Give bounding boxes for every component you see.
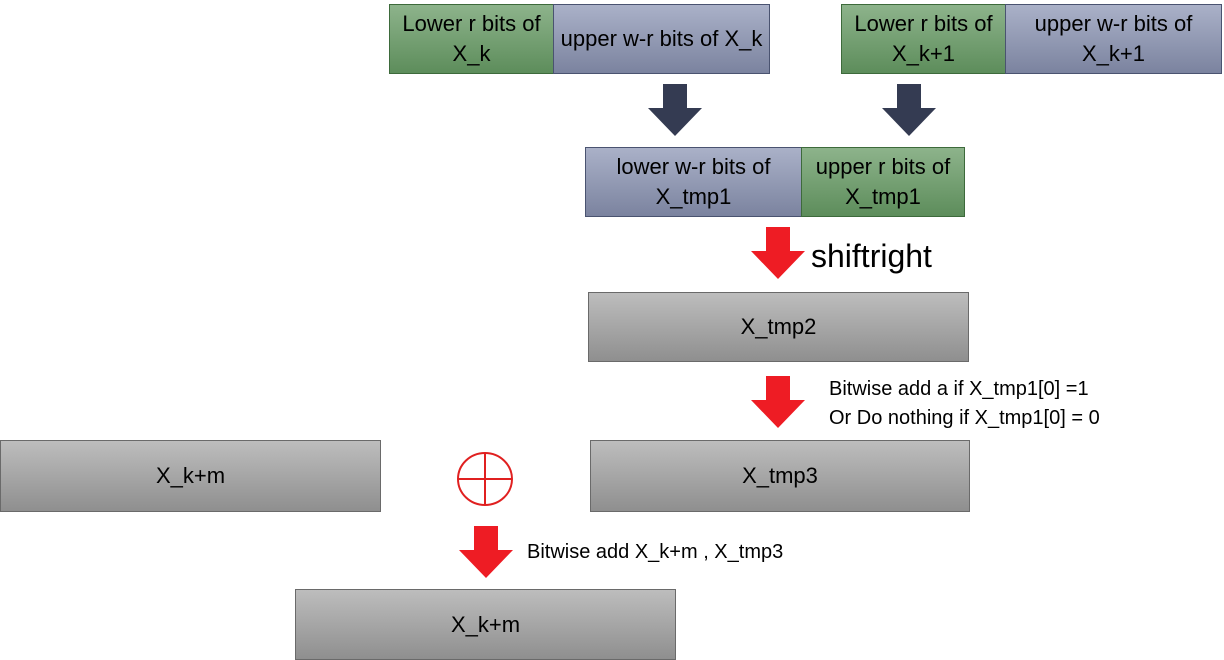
xor-operation-label: Bitwise add X_k+m , X_tmp3 — [527, 541, 784, 563]
xkm-input-block: X_k+m — [0, 440, 381, 512]
xkm-result-label: X_k+m — [450, 611, 521, 637]
xk-upper-bits-label: upper w-r bits of X_k — [560, 26, 763, 51]
tmp1-lower-bits-label: lower w-r bits of X_tmp1 — [616, 154, 771, 209]
xk1-lower-bits-block: Lower r bits of X_k+1 — [841, 4, 1006, 74]
condition-line-2: Or Do nothing if X_tmp1[0] = 0 — [829, 407, 1100, 429]
xkm-input-label: X_k+m — [155, 463, 226, 488]
xor-icon — [457, 452, 513, 506]
tmp1-upper-bits-label: upper r bits of X_tmp1 — [815, 154, 951, 209]
xkm-result-block: X_k+m — [295, 589, 676, 660]
xk-upper-bits-block: upper w-r bits of X_k — [553, 4, 770, 74]
xk1-upper-bits-block: upper w-r bits of X_k+1 — [1005, 4, 1222, 74]
down-arrow-shiftright — [751, 227, 805, 279]
tmp2-label: X_tmp2 — [740, 314, 817, 339]
tmp2-block: X_tmp2 — [588, 292, 969, 362]
xk1-upper-bits-label: upper w-r bits of X_k+1 — [1034, 11, 1193, 66]
down-arrow-from-xk1 — [882, 84, 936, 136]
tmp3-label: X_tmp3 — [742, 463, 818, 488]
tmp1-lower-bits-block: lower w-r bits of X_tmp1 — [585, 147, 802, 217]
tmp1-upper-bits-block: upper r bits of X_tmp1 — [801, 147, 965, 217]
down-arrow-from-xk — [648, 84, 702, 136]
tmp3-block: X_tmp3 — [590, 440, 970, 512]
xk1-lower-bits-label: Lower r bits of X_k+1 — [854, 11, 993, 66]
xk-lower-bits-label: Lower r bits of X_k — [402, 11, 541, 66]
shiftright-label: shiftright — [811, 238, 932, 274]
xk-lower-bits-block: Lower r bits of X_k — [389, 4, 554, 74]
down-arrow-conditional-add — [751, 376, 805, 428]
condition-line-1: Bitwise add a if X_tmp1[0] =1 — [829, 378, 1089, 400]
down-arrow-xor — [459, 526, 513, 578]
